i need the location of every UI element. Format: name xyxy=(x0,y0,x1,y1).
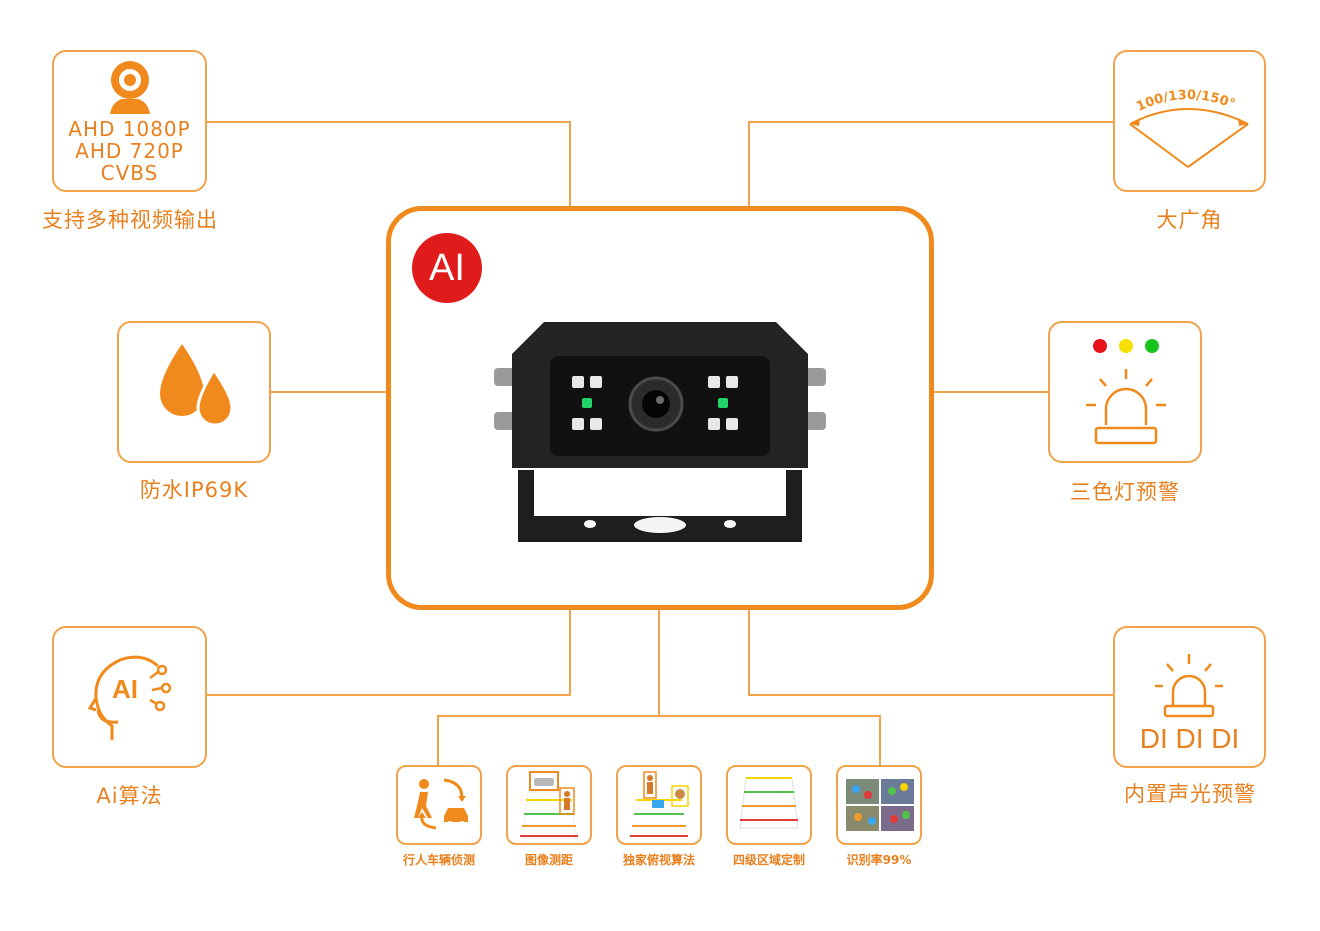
image-ranging-icon xyxy=(520,771,578,839)
di-di-di-text: DI DI DI xyxy=(1139,723,1240,754)
ai-badge: AI xyxy=(412,233,482,303)
connector-line xyxy=(437,715,881,717)
angle-values: 100/130/150° xyxy=(1134,88,1237,115)
alarm-light-icon xyxy=(1086,339,1166,445)
connector-line xyxy=(569,608,571,696)
ai-algorithm-box xyxy=(52,626,207,768)
format-ahd1080: AHD 1080P xyxy=(68,117,191,141)
wide-angle-caption: 大广角 xyxy=(1156,208,1223,232)
sound-alarm-caption: 内置声光预警 xyxy=(1124,782,1256,806)
top-view-algorithm-icon xyxy=(630,771,689,837)
feature-top-view-label: 独家俯视算法 xyxy=(622,853,695,867)
feature-recognition-label: 识别率99% xyxy=(846,853,912,867)
wide-angle-icon: 100/130/150° xyxy=(1129,88,1249,168)
svg-text:100/130/150°: 100/130/150° xyxy=(1134,88,1237,115)
four-level-zone-icon xyxy=(739,777,799,829)
video-format-list: AHD 1080P AHD 720P CVBS xyxy=(52,118,207,184)
recognition-rate-icon xyxy=(846,779,914,831)
camera-product-image xyxy=(494,322,826,542)
water-drops-icon xyxy=(160,344,234,427)
feature-recognition-box xyxy=(836,765,922,845)
pedestrian-vehicle-icon xyxy=(414,778,468,830)
connector-line xyxy=(271,391,388,393)
connector-line xyxy=(658,608,660,716)
webcam-icon xyxy=(110,61,150,114)
feature-pedestrian-vehicle-label: 行人车辆侦测 xyxy=(402,853,475,867)
format-ahd720: AHD 720P xyxy=(75,139,184,163)
connector-line xyxy=(207,694,571,696)
feature-four-zone-label: 四级区域定制 xyxy=(732,853,805,867)
ai-head-icon: AI xyxy=(87,655,172,740)
waterproof-caption: 防水IP69K xyxy=(139,478,249,502)
connector-line xyxy=(748,121,1114,123)
feature-pedestrian-vehicle-box xyxy=(396,765,482,845)
connector-line xyxy=(748,694,1114,696)
connector-line xyxy=(569,121,571,208)
connector-line xyxy=(748,608,750,696)
connector-line xyxy=(437,715,439,766)
video-output-caption: 支持多种视频输出 xyxy=(42,208,218,232)
connector-line xyxy=(748,121,750,208)
feature-image-ranging-label: 图像测距 xyxy=(524,853,573,867)
siren-icon xyxy=(1155,654,1223,718)
connector-line xyxy=(932,391,1049,393)
sound-alarm-box xyxy=(1113,626,1266,768)
ai-icon-text: AI xyxy=(112,674,138,704)
connector-line xyxy=(207,121,571,123)
ai-algorithm-caption: Ai算法 xyxy=(96,784,163,808)
connector-line xyxy=(879,715,881,766)
tricolor-caption: 三色灯预警 xyxy=(1070,480,1180,504)
format-cvbs: CVBS xyxy=(100,161,159,185)
